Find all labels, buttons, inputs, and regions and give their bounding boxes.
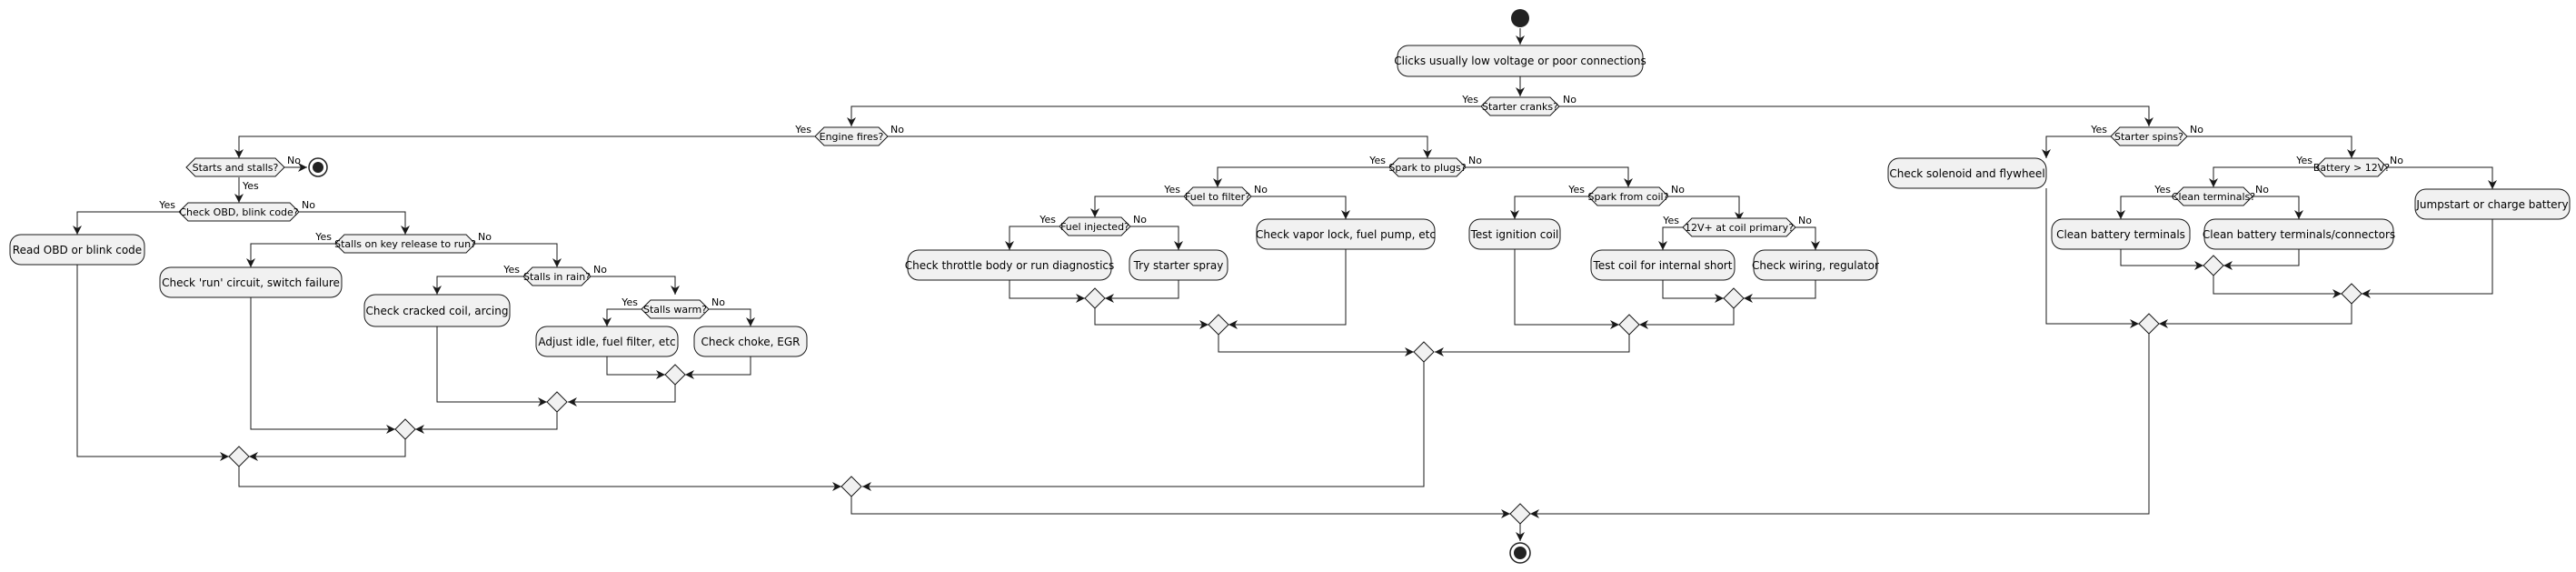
svg-text:Stalls on key release to run?: Stalls on key release to run?: [334, 238, 476, 250]
svg-text:Clean battery terminals/connec: Clean battery terminals/connectors: [2203, 228, 2395, 241]
svg-text:Fuel injected?: Fuel injected?: [1060, 221, 1129, 233]
svg-text:Starts and stalls?: Starts and stalls?: [193, 162, 279, 174]
node-try-starter-spray: Try starter spray: [1129, 249, 1228, 281]
svg-text:No: No: [302, 199, 315, 211]
node-test-ignition-coil: Test ignition coil: [1468, 218, 1561, 250]
svg-text:Yes: Yes: [314, 231, 332, 243]
node-check-throttle: Check throttle body or run diagnostics: [905, 249, 1115, 281]
svg-text:No: No: [711, 296, 725, 308]
svg-text:Check 'run' circuit, switch fa: Check 'run' circuit, switch failure: [162, 276, 340, 289]
merge-diamonds: [228, 255, 2362, 525]
svg-text:Yes: Yes: [1163, 184, 1180, 196]
svg-text:Yes: Yes: [1461, 94, 1478, 105]
svg-text:Adjust idle, fuel filter, etc: Adjust idle, fuel filter, etc: [538, 336, 675, 348]
svg-text:No: No: [890, 124, 904, 135]
decision-stalls-warm: Stalls warm?: [641, 299, 710, 319]
decision-check-obd: Check OBD, blink code?: [178, 202, 300, 222]
svg-text:Stalls warm?: Stalls warm?: [643, 304, 707, 316]
svg-text:Jumpstart or charge battery: Jumpstart or charge battery: [2415, 198, 2568, 211]
svg-text:Clean terminals?: Clean terminals?: [2172, 191, 2255, 203]
svg-text:Yes: Yes: [1368, 155, 1386, 166]
decision-battery: Battery > 12V?: [2313, 157, 2390, 177]
node-clicks: Clicks usually low voltage or poor conne…: [1394, 45, 1646, 77]
decision-starter-spins: Starter spins?: [2110, 126, 2188, 146]
node-adjust-idle: Adjust idle, fuel filter, etc: [535, 326, 679, 357]
node-clean-terminals-connectors: Clean battery terminals/connectors: [2203, 218, 2395, 250]
svg-text:Check OBD, blink code?: Check OBD, blink code?: [179, 206, 298, 218]
svg-text:Try starter spray: Try starter spray: [1133, 259, 1224, 272]
decision-starter-cranks: Starter cranks?: [1480, 96, 1560, 116]
svg-text:Yes: Yes: [1567, 184, 1585, 196]
svg-text:No: No: [287, 155, 301, 166]
decision-spark-from-coil: Spark from coil?: [1587, 186, 1669, 206]
decision-clean-terminals: Clean terminals?: [2172, 186, 2255, 206]
svg-text:No: No: [1468, 155, 1482, 166]
decision-starts-and-stalls: Starts and stalls?: [185, 157, 285, 177]
svg-text:Spark from coil?: Spark from coil?: [1588, 191, 1669, 203]
svg-text:No: No: [1133, 214, 1147, 226]
decision-spark-to-plugs: Spark to plugs?: [1388, 157, 1467, 177]
svg-text:Battery > 12V?: Battery > 12V?: [2313, 162, 2390, 174]
svg-text:Yes: Yes: [502, 264, 520, 276]
svg-text:Read OBD or blink code: Read OBD or blink code: [13, 244, 142, 256]
svg-text:Check solenoid and flywheel: Check solenoid and flywheel: [1889, 167, 2044, 180]
svg-text:Yes: Yes: [2090, 124, 2107, 135]
svg-text:No: No: [1563, 94, 1576, 105]
svg-text:No: No: [1671, 184, 1685, 196]
svg-text:No: No: [593, 264, 607, 276]
svg-text:No: No: [2190, 124, 2203, 135]
node-check-solenoid: Check solenoid and flywheel: [1887, 157, 2047, 189]
svg-text:Check choke, EGR: Check choke, EGR: [701, 336, 800, 348]
svg-text:Clicks usually low voltage or: Clicks usually low voltage or poor conne…: [1394, 55, 1646, 67]
edges: [73, 28, 2497, 541]
decision-fuel-injected: Fuel injected?: [1059, 216, 1131, 236]
node-check-coil-arcing: Check cracked coil, arcing: [363, 294, 511, 327]
svg-text:Check cracked coil, arcing: Check cracked coil, arcing: [366, 305, 509, 317]
svg-text:No: No: [1254, 184, 1268, 196]
svg-text:No: No: [2255, 184, 2269, 196]
svg-text:No: No: [478, 231, 492, 243]
decision-engine-fires: Engine fires?: [814, 126, 889, 146]
svg-text:12V+ at coil primary?: 12V+ at coil primary?: [1685, 222, 1794, 234]
end-node: [1509, 542, 1531, 564]
stop-node: [308, 157, 328, 177]
svg-text:Check throttle body or run dia: Check throttle body or run diagnostics: [905, 259, 1115, 272]
svg-text:Yes: Yes: [2295, 155, 2312, 166]
svg-text:Yes: Yes: [1039, 214, 1056, 226]
svg-text:Yes: Yes: [794, 124, 811, 135]
svg-text:Check wiring, regulator: Check wiring, regulator: [1752, 259, 1879, 272]
svg-text:Fuel to filter?: Fuel to filter?: [1185, 191, 1250, 203]
svg-text:Test ignition coil: Test ignition coil: [1470, 228, 1559, 241]
decision-fuel-to-filter: Fuel to filter?: [1183, 186, 1252, 206]
svg-text:No: No: [1798, 215, 1812, 226]
branch-labels: Yes No Yes No No Yes Yes No Yes No Yes N…: [158, 94, 2403, 308]
node-check-wiring: Check wiring, regulator: [1752, 249, 1879, 281]
node-clean-battery-terminals: Clean battery terminals: [2051, 218, 2191, 250]
svg-text:Yes: Yes: [242, 180, 259, 192]
node-check-choke: Check choke, EGR: [693, 326, 808, 357]
svg-text:Spark to plugs?: Spark to plugs?: [1388, 162, 1466, 174]
svg-text:Yes: Yes: [158, 199, 175, 211]
svg-text:Starter cranks?: Starter cranks?: [1482, 101, 1558, 113]
svg-text:Clean battery terminals: Clean battery terminals: [2056, 228, 2185, 241]
svg-text:Test coil for internal short: Test coil for internal short: [1593, 259, 1733, 272]
decision-stalls-in-rain: Stalls in rain?: [522, 266, 592, 286]
svg-text:No: No: [2390, 155, 2403, 166]
node-jumpstart: Jumpstart or charge battery: [2414, 188, 2571, 220]
svg-text:Stalls in rain?: Stalls in rain?: [523, 271, 591, 283]
node-read-obd: Read OBD or blink code: [9, 234, 145, 266]
svg-text:Yes: Yes: [621, 296, 638, 308]
svg-text:Starter spins?: Starter spins?: [2114, 131, 2183, 143]
start-node: [1511, 9, 1529, 27]
svg-text:Engine fires?: Engine fires?: [820, 131, 884, 143]
svg-text:Check vapor lock, fuel pump, e: Check vapor lock, fuel pump, etc: [1256, 228, 1436, 241]
svg-text:Yes: Yes: [2153, 184, 2171, 196]
svg-text:Yes: Yes: [1662, 215, 1679, 226]
node-test-coil-short: Test coil for internal short: [1590, 249, 1736, 281]
node-check-run-circuit: Check 'run' circuit, switch failure: [159, 266, 343, 298]
decision-stalls-on-key: Stalls on key release to run?: [334, 234, 476, 254]
node-check-vapor-lock: Check vapor lock, fuel pump, etc: [1256, 218, 1436, 250]
decision-12v-at-coil: 12V+ at coil primary?: [1682, 217, 1796, 237]
